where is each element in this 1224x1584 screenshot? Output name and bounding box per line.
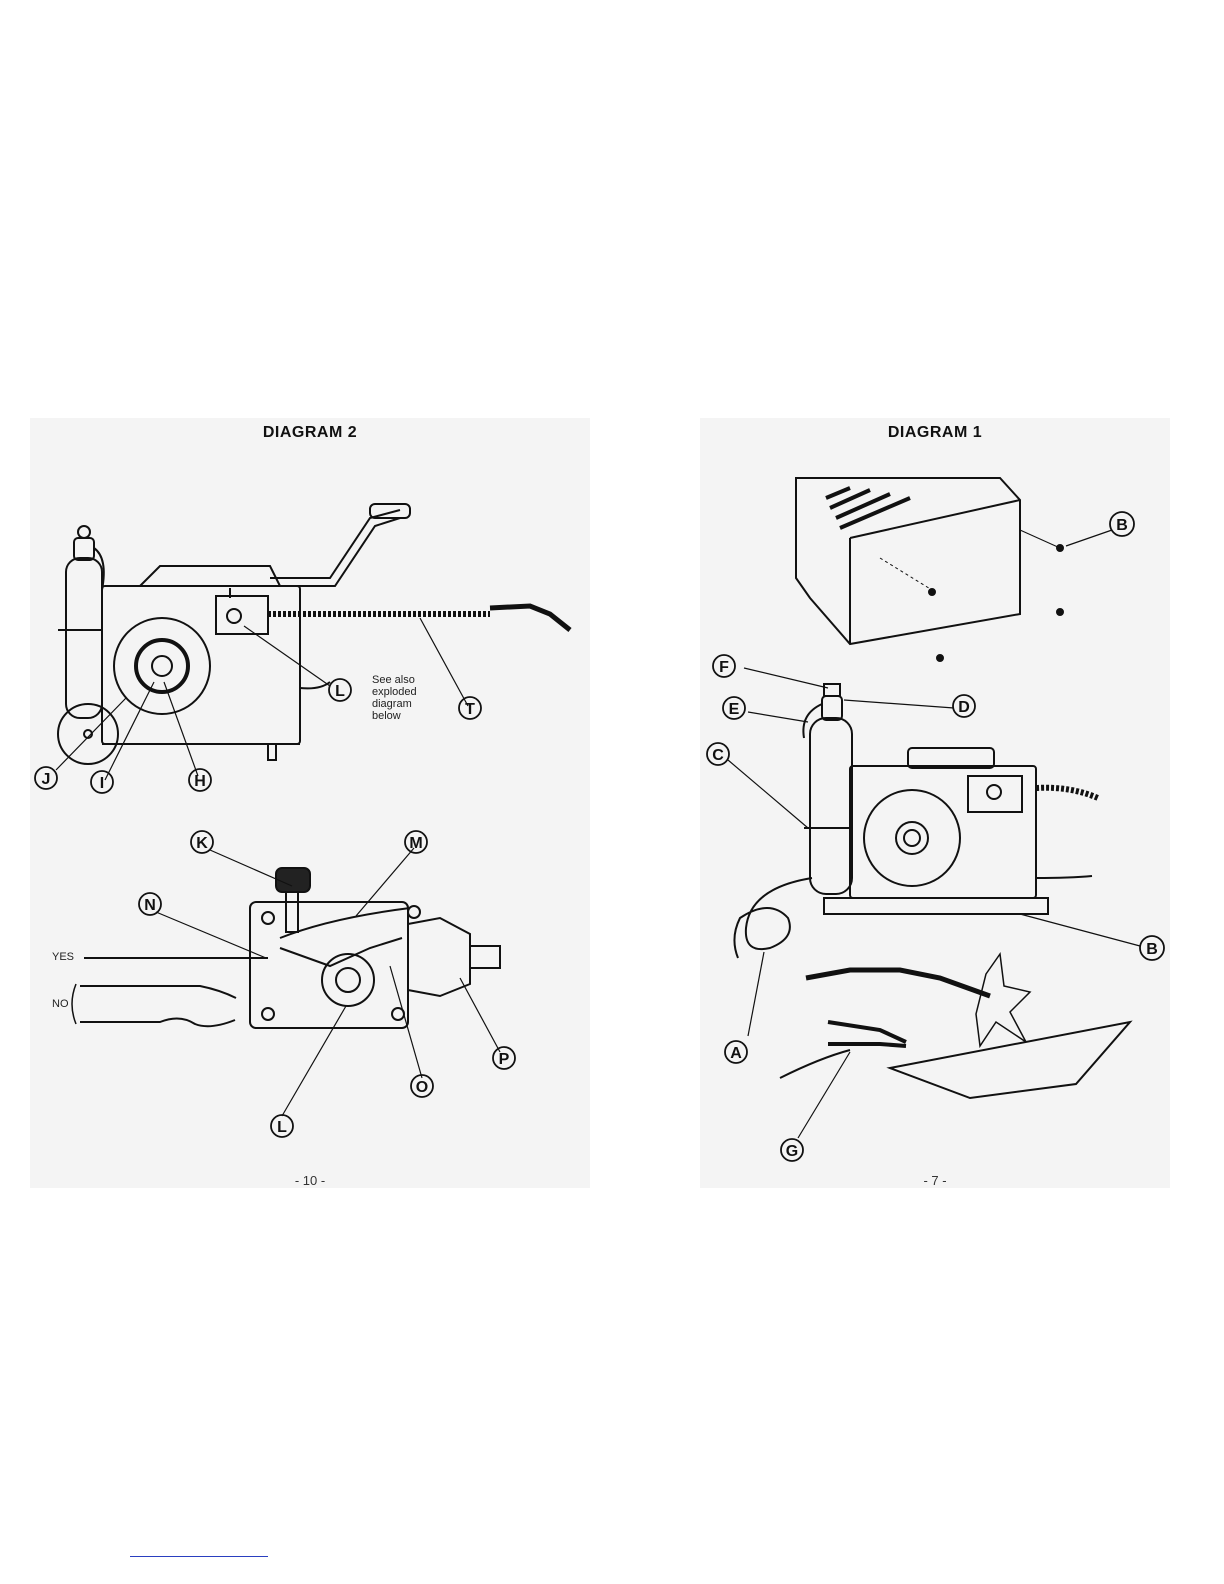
svg-text:O: O <box>416 1079 428 1096</box>
wire-feed-unit <box>216 596 268 634</box>
svg-text:F: F <box>719 659 729 676</box>
page-diagram-2: DIAGRAM 2 <box>30 418 590 1188</box>
bottom-link-underline[interactable] <box>130 1556 268 1557</box>
spark <box>976 954 1030 1046</box>
diagram-2-illustration: J I H L T <box>30 418 590 1188</box>
svg-text:J: J <box>42 771 51 788</box>
svg-text:B: B <box>1146 941 1158 958</box>
exploded-note: See also exploded diagram below <box>372 674 417 722</box>
diagram-1-illustration: B F D E C B A G <box>700 418 1170 1188</box>
welder-body <box>102 586 300 744</box>
outlet-guide <box>408 918 470 996</box>
svg-text:M: M <box>409 835 422 852</box>
page-number-right: - 7 - <box>700 1173 1170 1188</box>
svg-text:L: L <box>277 1119 287 1136</box>
svg-text:P: P <box>499 1051 510 1068</box>
torch-right <box>806 970 990 996</box>
welder-base <box>824 898 1048 914</box>
page-number-left: - 10 - <box>30 1173 590 1188</box>
svg-text:H: H <box>194 773 206 790</box>
spool-right <box>864 790 960 886</box>
welder-unit <box>850 766 1036 898</box>
page-diagram-1: DIAGRAM 1 <box>700 418 1170 1188</box>
svg-text:L: L <box>335 683 345 700</box>
gas-cylinder <box>66 558 102 718</box>
drive-roller <box>322 954 374 1006</box>
svg-text:D: D <box>958 699 970 716</box>
yes-label: YES <box>52 951 74 963</box>
svg-text:A: A <box>730 1045 742 1062</box>
svg-text:C: C <box>712 747 724 764</box>
cart-wheel <box>58 704 118 764</box>
svg-text:E: E <box>729 701 740 718</box>
pressure-arm <box>280 908 410 938</box>
svg-text:I: I <box>100 775 104 792</box>
svg-text:K: K <box>196 835 208 852</box>
svg-text:N: N <box>144 897 156 914</box>
ground-clamp <box>828 1022 906 1046</box>
tension-knob <box>276 868 310 892</box>
svg-text:G: G <box>786 1143 798 1160</box>
svg-text:B: B <box>1116 517 1128 534</box>
ground-cable <box>734 878 812 958</box>
wire-spool <box>114 618 210 714</box>
welding-torch <box>490 606 570 630</box>
gas-cylinder-right <box>810 718 852 894</box>
workpiece <box>890 1022 1130 1098</box>
cover-panel <box>796 478 1020 644</box>
carry-handle <box>140 566 280 586</box>
no-label: NO <box>52 998 69 1010</box>
svg-text:T: T <box>465 701 475 718</box>
